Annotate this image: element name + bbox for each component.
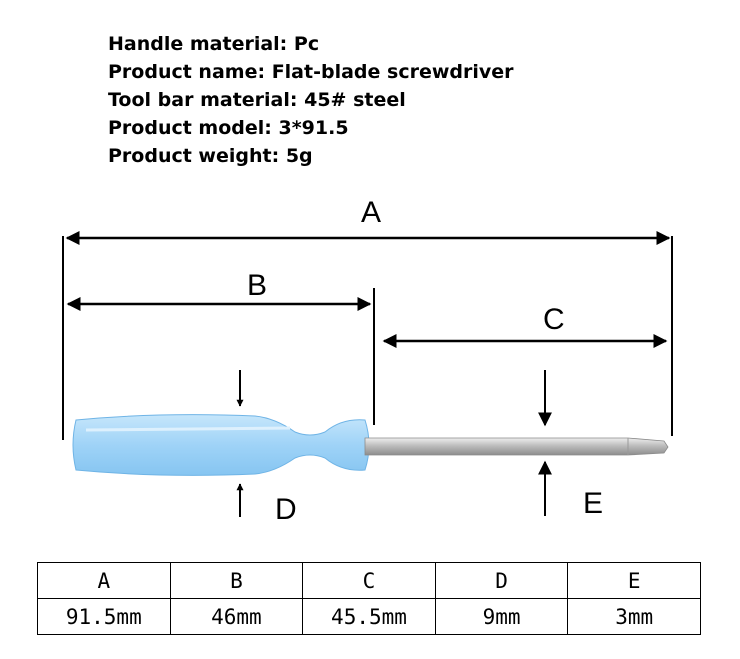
screwdriver-diagram: A B C D E xyxy=(62,196,673,526)
table-value-cell: 91.5mm xyxy=(37,598,171,635)
table-value-cell: 45.5mm xyxy=(302,598,436,635)
dimension-b-label: B xyxy=(247,269,267,302)
dimension-a-label: A xyxy=(361,196,381,229)
table-header-row: A B C D E xyxy=(37,562,701,599)
dimension-e-label: E xyxy=(583,487,603,520)
spec-product-name: Product name: Flat-blade screwdriver xyxy=(108,61,514,83)
table-value-cell: 9mm xyxy=(434,598,569,635)
spec-handle-material: Handle material: Pc xyxy=(108,33,320,55)
spec-product-model: Product model: 3*91.5 xyxy=(108,117,349,139)
dimension-table: A B C D E 91.5mm 46mm 45.5mm 9mm 3mm xyxy=(37,562,701,635)
table-header-cell: E xyxy=(567,562,701,599)
table-header-cell: A xyxy=(37,562,171,599)
spec-list: Handle material: Pc Product name: Flat-b… xyxy=(108,30,514,170)
spec-tool-bar-material: Tool bar material: 45# steel xyxy=(108,89,406,111)
table-value-cell: 3mm xyxy=(567,598,701,635)
screwdriver-shaft xyxy=(364,437,669,456)
table-row: 91.5mm 46mm 45.5mm 9mm 3mm xyxy=(37,598,701,635)
table-header-cell: D xyxy=(434,562,569,599)
dimension-d-label: D xyxy=(275,493,297,526)
screwdriver-handle xyxy=(72,414,370,476)
table-value-cell: 46mm xyxy=(169,598,304,635)
table-header-cell: C xyxy=(302,562,436,599)
handle-highlight xyxy=(85,426,291,432)
dimension-c-label: C xyxy=(543,303,565,336)
table-header-cell: B xyxy=(169,562,304,599)
spec-product-weight: Product weight: 5g xyxy=(108,145,313,167)
